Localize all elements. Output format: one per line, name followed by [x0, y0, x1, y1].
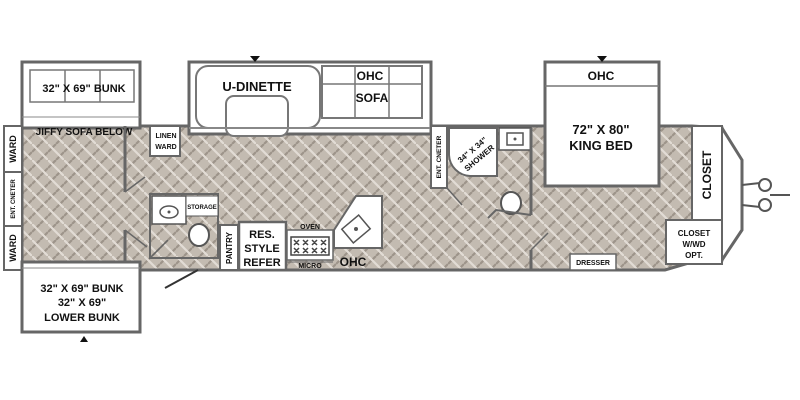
ohc-sofa-label-1: OHC	[357, 69, 384, 83]
linen-label-2: WARD	[155, 144, 176, 151]
ward-top-label: WARD	[8, 135, 18, 163]
bed-label-1: 72" X 80"	[572, 122, 629, 137]
bedroom-slide	[543, 60, 661, 188]
pantry-label: PANTRY	[225, 231, 234, 264]
ohc-kitchen-label: OHC	[340, 255, 367, 269]
slide-arrow-lower	[80, 336, 88, 342]
refer-label-3: REFER	[243, 257, 280, 269]
ward-bottom-label: WARD	[8, 234, 18, 262]
upper-bunk-label: 32" X 69" BUNK	[42, 83, 125, 95]
ent-center-left-label: ENT. CNETER	[11, 179, 17, 219]
storage-label: STORAGE	[187, 205, 217, 211]
slide-arrow-bedroom	[597, 56, 607, 62]
lower-bunk-label-2: 32" X 69"	[58, 297, 106, 309]
refer-label-1: RES.	[249, 229, 275, 241]
closet-wd-label-1: CLOSET	[678, 229, 711, 238]
linen-label-1: LINEN	[156, 133, 177, 140]
ohc-bedroom-label: OHC	[588, 69, 615, 83]
lower-bunk-slide	[20, 260, 142, 334]
ohc-sofa-label-2: SOFA	[356, 91, 389, 105]
bed-label-2: KING BED	[569, 138, 633, 153]
dresser-label: DRESSER	[576, 260, 610, 267]
lower-bunk-label-3: LOWER BUNK	[44, 312, 120, 324]
stove-burners-icon	[290, 236, 330, 256]
closet-wd-label-2: W/WD	[682, 240, 705, 249]
closet-label: CLOSET	[700, 150, 714, 199]
refer-label-2: STYLE	[244, 243, 279, 255]
slide-arrow-living	[250, 56, 260, 62]
jiffy-sofa-label: JIFFY SOFA BELOW	[36, 127, 133, 138]
oven-label: OVEN	[300, 224, 320, 231]
u-dinette-label: U-DINETTE	[222, 79, 292, 94]
ent-center-right-label: ENT. CNETER	[436, 135, 443, 178]
micro-label: MICRO	[298, 263, 322, 270]
lower-bunk-label-1: 32" X 69" BUNK	[40, 283, 123, 295]
hitch-icon	[741, 178, 790, 212]
front-cap	[720, 127, 744, 261]
closet-wd-label-3: OPT.	[685, 251, 703, 260]
bathroom-1	[149, 193, 219, 259]
